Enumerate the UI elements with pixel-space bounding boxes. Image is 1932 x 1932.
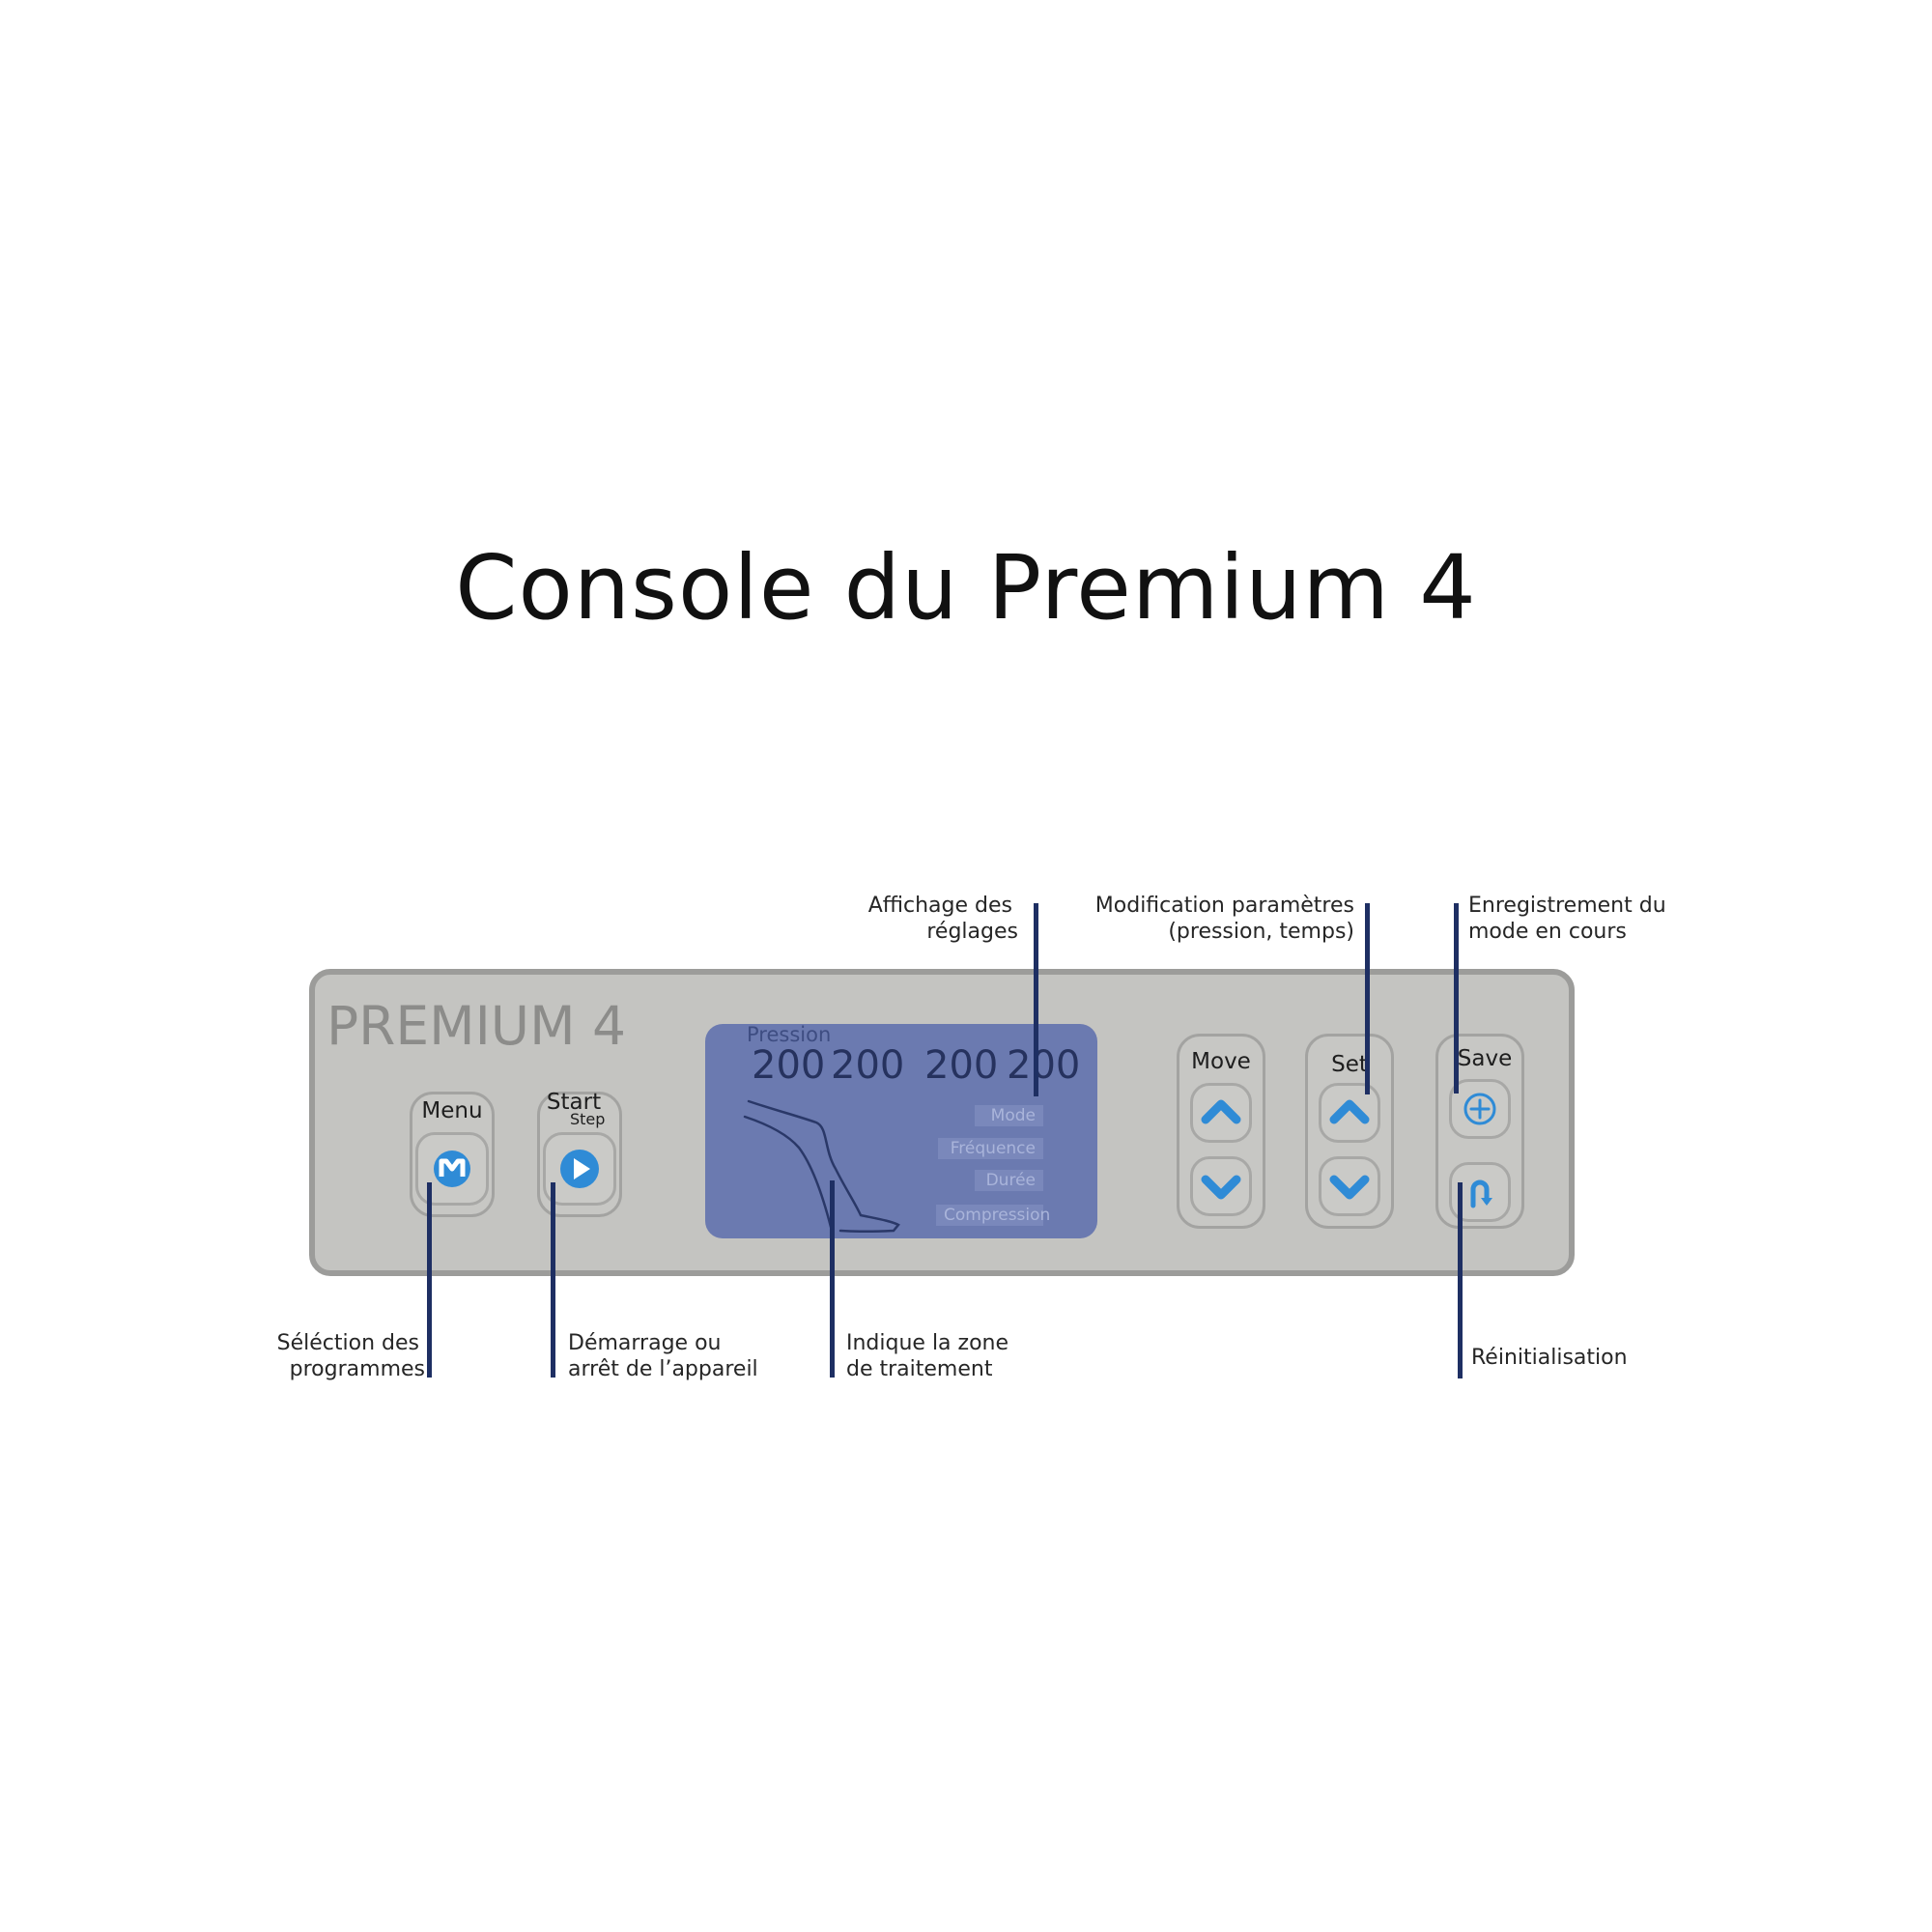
leg-icon <box>743 1099 900 1233</box>
lcd-value: 200 <box>831 1043 905 1088</box>
callout-line-selection <box>427 1182 432 1378</box>
chevron-down-icon <box>1201 1175 1241 1200</box>
save-label: Save <box>1457 1046 1513 1071</box>
menu-button-label: Menu <box>421 1098 483 1123</box>
callout-modification: Modification paramètres (pression, temps… <box>1095 893 1354 945</box>
callout-line-affichage <box>1034 903 1038 1096</box>
set-down-button[interactable] <box>1319 1156 1380 1216</box>
move-up-button[interactable] <box>1190 1083 1252 1143</box>
reset-icon <box>1470 1179 1492 1208</box>
lcd-value: 200 <box>752 1043 826 1088</box>
chevron-up-icon <box>1329 1099 1370 1124</box>
callout-modification-line2: (pression, temps) <box>1168 920 1354 944</box>
callout-demarrage: Démarrage ou arrêt de l’appareil <box>568 1330 758 1382</box>
callout-line-reinitialisation <box>1458 1182 1463 1378</box>
callout-demarrage-line2: arrêt de l’appareil <box>568 1357 758 1381</box>
step-sublabel: Step <box>570 1110 606 1128</box>
callout-indique-line1: Indique la zone <box>846 1331 1009 1355</box>
start-button-label: Start <box>546 1090 602 1115</box>
callout-indique: Indique la zone de traitement <box>846 1330 1009 1382</box>
set-label: Set <box>1331 1052 1368 1077</box>
lcd-tag-frequence: Fréquence <box>938 1138 1043 1159</box>
chevron-down-icon <box>1329 1175 1370 1200</box>
lcd-tag-compression: Compression <box>936 1205 1050 1226</box>
callout-modification-line1: Modification paramètres <box>1094 894 1354 918</box>
callout-indique-line2: de traitement <box>846 1357 993 1381</box>
save-button[interactable] <box>1449 1079 1511 1139</box>
callout-selection-line1: Séléction des <box>276 1331 419 1355</box>
callout-enregistrement: Enregistrement du mode en cours <box>1468 893 1666 945</box>
callout-enregistrement-line1: Enregistrement du <box>1468 894 1666 918</box>
plus-circle-icon <box>1463 1093 1496 1125</box>
move-down-button[interactable] <box>1190 1156 1252 1216</box>
callout-selection-line2: programmes <box>289 1357 425 1381</box>
start-button[interactable] <box>543 1132 616 1206</box>
lcd-value: 200 <box>1007 1043 1081 1088</box>
callout-line-demarrage <box>551 1182 555 1378</box>
callout-affichage-line1: Affichage des <box>867 894 1012 918</box>
callout-reinitialisation: Réinitialisation <box>1471 1346 1628 1370</box>
lcd-value: 200 <box>924 1043 999 1088</box>
callout-enregistrement-line2: mode en cours <box>1468 920 1627 944</box>
move-label: Move <box>1191 1049 1251 1074</box>
set-up-button[interactable] <box>1319 1083 1380 1143</box>
callout-line-modification <box>1365 903 1370 1094</box>
callout-selection: Séléction des programmes <box>277 1330 425 1382</box>
play-icon <box>560 1150 599 1188</box>
page-title: Console du Premium 4 <box>455 536 1477 639</box>
lcd-tag-duree: Durée <box>975 1170 1043 1191</box>
lcd-tag-mode: Mode <box>975 1105 1043 1126</box>
callout-demarrage-line1: Démarrage ou <box>568 1331 722 1355</box>
lcd-screen <box>705 1024 1097 1238</box>
callout-affichage: Affichage des réglages <box>868 893 1018 945</box>
brand-label: PREMIUM 4 <box>327 995 626 1057</box>
lcd-pression-label: Pression <box>747 1023 832 1046</box>
menu-m-icon <box>434 1151 470 1187</box>
chevron-up-icon <box>1201 1099 1241 1124</box>
callout-affichage-line2: réglages <box>926 920 1018 944</box>
menu-button[interactable] <box>415 1132 489 1206</box>
callout-line-indique <box>830 1180 835 1378</box>
callout-line-enregistrement <box>1454 903 1459 1094</box>
